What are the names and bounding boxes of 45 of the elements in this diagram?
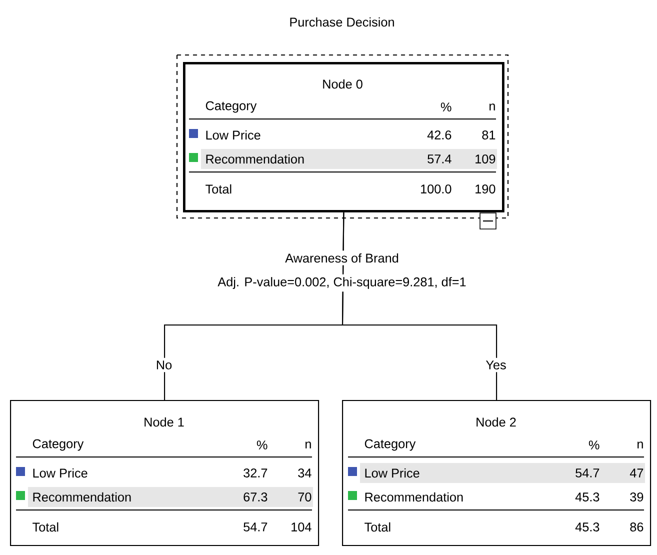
edge-label: No [156, 360, 172, 370]
table-cell: 54.7 [576, 468, 600, 478]
table-cell: 104 [292, 522, 312, 532]
table-cell: 47 [630, 468, 644, 478]
split-label: Adj. P-value=0.002, Chi-square=9.281, df=1 [218, 277, 466, 289]
table-cell: 42.6 [427, 130, 452, 140]
table-cell: Low Price [365, 468, 420, 478]
table-cell: 45.3 [575, 522, 600, 532]
column-header: n [638, 442, 643, 448]
table-cell: Low Price [206, 130, 260, 140]
table-cell: 100.0 [421, 184, 452, 194]
diagram-title: Purchase Decision [290, 17, 394, 27]
tree-connector [342, 212, 498, 400]
column-header: % [256, 440, 268, 450]
table-cell: Low Price [33, 468, 88, 478]
column-header: n [306, 442, 311, 448]
table-cell: 39 [630, 492, 644, 502]
table-cell: 86 [630, 522, 644, 532]
table-cell: 190 [476, 184, 496, 194]
table-cell: Total [364, 522, 390, 532]
column-header: Category [364, 439, 416, 451]
table-cell: Recommendation [33, 492, 131, 502]
edge-label: Yes [486, 360, 506, 370]
split-label: Awareness of Brand [285, 253, 398, 263]
column-header: n [490, 104, 495, 110]
table-cell: 34 [298, 468, 312, 478]
table-cell: 32.7 [244, 468, 268, 478]
column-header: Category [32, 439, 84, 451]
table-cell: 45.3 [575, 492, 600, 502]
table-cell: 67.3 [244, 492, 268, 502]
table-cell: Total [32, 522, 58, 532]
node-title: Node 1 [144, 417, 184, 427]
table-cell: 109 [476, 154, 496, 164]
node-title: Node 0 [323, 79, 362, 89]
table-cell: 57.4 [428, 154, 452, 164]
table-cell: Recommendation [206, 154, 304, 164]
column-header: % [588, 440, 600, 450]
column-header: Category [206, 101, 257, 113]
table-cell: 70 [298, 492, 312, 502]
table-cell: Recommendation [365, 492, 463, 502]
column-header: % [440, 102, 452, 112]
table-cell: Total [206, 184, 232, 194]
table-cell: 54.7 [244, 522, 268, 532]
table-cell: 81 [482, 130, 496, 140]
node-title: Node 2 [476, 417, 516, 427]
